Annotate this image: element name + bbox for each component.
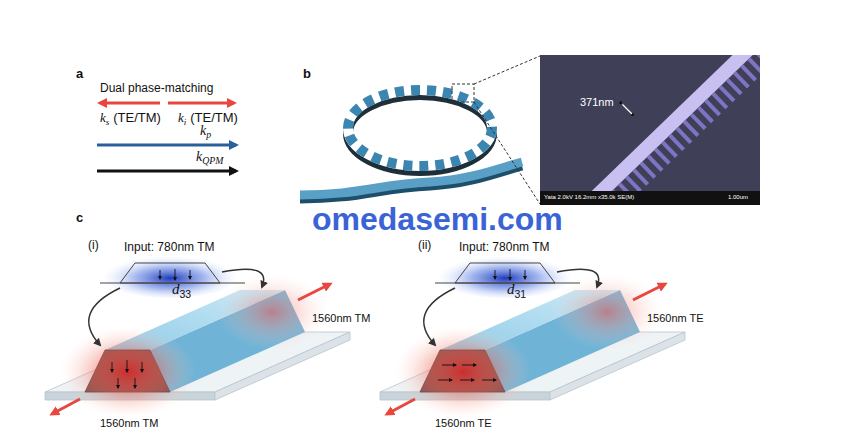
ring-grating [348,90,492,166]
label-text: d [507,281,515,297]
drawing-part [438,380,452,381]
label-text: 1560nm TM [312,312,371,324]
label-group: b [303,66,311,82]
drawing-part [755,55,760,68]
drawing-part [510,269,511,280]
width-marker [622,104,634,116]
label-text: Input: 780nm TM [124,240,215,254]
label-text: 33 [180,288,192,300]
zoom-line [474,56,540,84]
label-group: 1560nm TM [100,417,159,430]
pump-wavevector [97,144,236,147]
ring-top [348,90,492,166]
label-text: (ii) [418,238,431,252]
drawing-part [142,362,143,372]
label-text: QPM [202,155,223,166]
label-group: kQPM [196,148,223,166]
zoom-line [474,102,540,204]
label-group: 1560nm TE [435,417,492,430]
label-text: (i) [88,238,99,252]
idler-wavevector [168,102,234,105]
label-text: Dual phase-matching [100,81,213,95]
label-text: p [206,129,211,140]
sem-teeth [560,55,760,205]
label-group: a [76,66,83,82]
label-group: d33 [172,280,191,298]
bus-waveguide [300,162,522,195]
drawing-part [118,378,119,388]
drawing-part [460,380,474,381]
label-group: omedasemi.com [312,200,563,238]
label-group: 1560nm TM [312,312,371,325]
label-group: 1.00um [728,194,748,201]
label-text: (TE/TM) [113,110,161,125]
label-text: (TE/TM) [190,110,238,125]
drawing-part [127,360,128,372]
drawing-part [747,57,760,74]
qpm-wavevector [97,170,236,173]
label-text: 1560nm TE [647,312,704,324]
mode-field-arrows [112,269,525,388]
signal-wavevector [100,102,160,105]
label-text: 371nm [580,96,614,108]
label-group: 1560nm TE [647,312,704,325]
label-group: Dual phase-matching [100,81,213,95]
drawing-part [175,269,176,280]
label-group: ks(TE/TM) [100,110,161,126]
drawing-part [495,270,496,279]
label-group: Input: 780nm TM [124,240,215,254]
label-group: (ii) [418,238,431,252]
label-text: i [184,117,187,127]
label-group: 371nm [580,96,614,109]
sem-waveguide [551,55,760,205]
label-text: a [76,66,83,81]
label-group: Input: 780nm TM [459,240,550,254]
drawing-part [442,365,456,366]
label-text: Input: 780nm TM [459,240,550,254]
drawing-part [135,378,136,388]
sem-grating [551,55,760,205]
drawing-part [551,55,760,205]
drawing-part [190,270,191,279]
waveguide-cell-te [45,254,350,418]
waveguide-cell-tm [380,254,685,418]
label-text: Yata 2.0kV 16.2mm x35.0k SE(M) [544,194,634,200]
label-group: kp [200,122,211,140]
drawing-part [462,365,476,366]
label-text: b [303,66,311,81]
label-group: d31 [507,280,526,298]
label-group: (i) [88,238,99,252]
label-text: k [100,110,106,125]
label-group: c [76,210,83,226]
label-text: k [196,149,202,164]
label-group: ki(TE/TM) [178,110,238,126]
drawing-part [525,270,526,279]
label-text: k [178,110,184,125]
drawing-part [112,362,113,372]
label-text: d [172,281,180,297]
label-text: 31 [515,288,527,300]
label-text: 1560nm TE [435,417,492,429]
drawing-part [160,270,161,279]
label-text: k [200,123,206,138]
label-group: Yata 2.0kV 16.2mm x35.0k SE(M) [544,194,634,201]
drawing-part [482,380,496,381]
label-text: s [106,117,110,127]
zoom-box [452,84,474,102]
watermark: omedasemi.com [312,201,563,237]
label-text: c [76,210,83,225]
sem-info-bar [540,191,760,205]
label-text: 1.00um [728,194,748,200]
label-text: 1560nm TM [100,417,159,429]
